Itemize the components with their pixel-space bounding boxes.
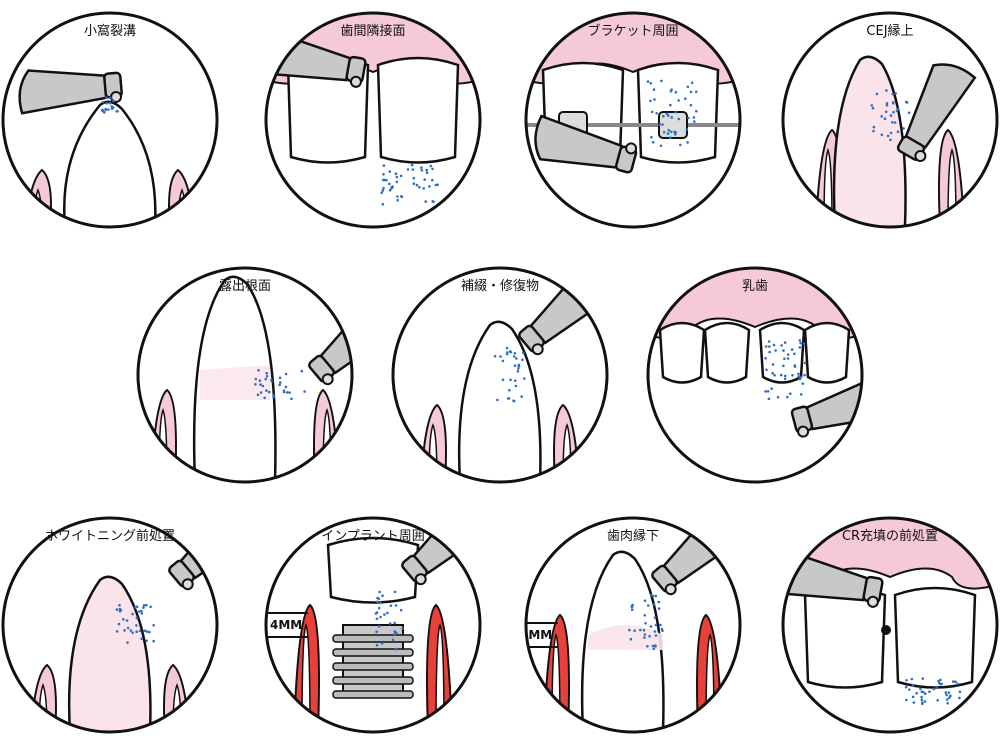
handpiece-icon (896, 63, 977, 162)
bone-icon (301, 622, 311, 732)
exposed-root (200, 365, 270, 400)
tooth-icon (376, 56, 460, 164)
tooth-icon (803, 321, 851, 384)
handpiece-icon (534, 114, 638, 174)
tooth-icon (67, 575, 152, 732)
panel-illustration (526, 13, 740, 174)
panel-border (646, 266, 864, 484)
bone-icon (551, 632, 561, 732)
panel-label: 歯肉縁下 (607, 528, 659, 544)
spray-dots (764, 339, 807, 401)
tooth-icon (63, 100, 157, 227)
panel-label: ブラケット周囲 (587, 23, 678, 39)
panel-label: 歯間隣接面 (340, 23, 405, 39)
panel-label: 小窩裂溝 (84, 23, 136, 39)
spray-dots (374, 590, 404, 651)
panel-label: インプラント周囲 (321, 529, 425, 544)
panel-border (1, 516, 219, 734)
spray-dots (493, 346, 526, 403)
panel-5: 露出根面 (136, 266, 354, 484)
panel-label: 露出根面 (219, 279, 271, 294)
panel-border (136, 266, 354, 484)
depth-label: 4MM (270, 618, 302, 632)
panel-6: 補綴・修復物 (391, 266, 609, 484)
spray-dots (115, 603, 155, 644)
bone-icon (435, 622, 445, 732)
panel-7: 乳歯 (646, 266, 864, 484)
handpiece-icon (790, 375, 862, 438)
implant-thread (332, 662, 414, 671)
tooth-icon (658, 321, 706, 384)
implant-thread (332, 676, 414, 685)
panel-border (781, 11, 999, 229)
spray-dots (628, 593, 664, 650)
panel-9: 4MM インプラント周囲 (264, 516, 482, 734)
panel-border (264, 516, 482, 734)
panel-border (1, 11, 219, 229)
panel-illustration: 4MM (268, 518, 480, 732)
panel-border (781, 516, 999, 734)
panel-11: CR充填の前処置 (781, 516, 999, 734)
panel-border (524, 11, 742, 229)
panel-label: ホワイトニング前処置 (45, 528, 175, 544)
spray-dots (904, 677, 962, 705)
panel-2: 歯間隣接面 (264, 11, 482, 229)
implant-thread (332, 690, 414, 699)
tooth-icon (326, 536, 420, 604)
panel-8: ホワイトニング前処置 (1, 516, 219, 734)
panel-4: CEJ縁上 (781, 11, 999, 229)
spray-dots (101, 96, 119, 114)
panel-1: 小窩裂溝 (1, 11, 219, 229)
panel-border (264, 11, 482, 229)
panel-border (391, 266, 609, 484)
panel-border (524, 516, 742, 734)
tooth-icon (457, 320, 542, 482)
tooth-icon (703, 321, 751, 384)
bone-icon (705, 632, 715, 732)
spray-dots (380, 163, 439, 206)
panel-illustration (648, 268, 862, 438)
panel-label: CEJ縁上 (866, 23, 913, 39)
implant-thread (332, 648, 414, 657)
bone-icon (823, 147, 833, 227)
panel-label: CR充填の前処置 (842, 528, 938, 544)
panel-label: 補綴・修復物 (461, 278, 539, 294)
handpiece-icon (308, 297, 352, 386)
panel-3: ブラケット周囲 (524, 11, 742, 229)
panel-label: 乳歯 (742, 279, 768, 294)
panel-illustration (814, 55, 977, 227)
depth-label: 4MM (520, 628, 552, 642)
panel-10: 4MM 歯肉縁下 (520, 516, 742, 734)
implant-thread (332, 634, 414, 643)
spray-dots (254, 369, 306, 401)
caries-icon (881, 625, 891, 635)
handpiece-icon (18, 69, 123, 115)
tooth-icon (893, 586, 977, 689)
bone-icon (947, 147, 957, 227)
spray-dots (646, 79, 698, 148)
spray-dots (870, 89, 911, 142)
